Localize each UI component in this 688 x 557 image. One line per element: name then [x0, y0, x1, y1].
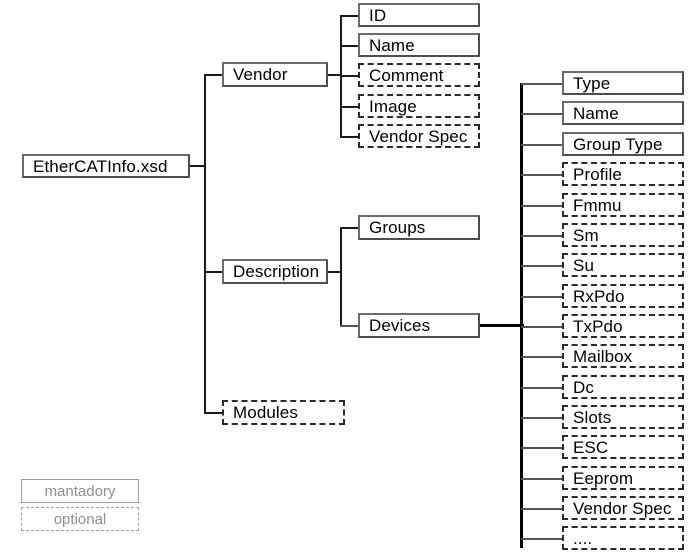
node-vendor-name[interactable]: Name — [358, 33, 480, 57]
node-devices[interactable]: Devices — [358, 313, 480, 338]
node-device-su[interactable]: Su — [562, 253, 684, 277]
connector-description-trunk — [340, 227, 342, 326]
node-device-vendor-spec[interactable]: Vendor Spec — [562, 496, 684, 520]
connector-to-device-type — [521, 83, 563, 85]
legend-optional-swatch: optional — [21, 507, 139, 531]
node-device-fmmu[interactable]: Fmmu — [562, 193, 684, 217]
connector-to-device-rxpdo — [521, 296, 563, 298]
connector-to-device-profile — [521, 174, 563, 176]
legend-mandatory-swatch: mantadory — [21, 479, 139, 503]
connector-to-device-txpdo — [521, 326, 563, 328]
node-device-type[interactable]: Type — [562, 71, 684, 95]
node-device-eeprom[interactable]: Eeprom — [562, 466, 684, 490]
connector-to-description — [204, 271, 224, 273]
node-device-sm[interactable]: Sm — [562, 223, 684, 247]
node-device-esc[interactable]: ESC — [562, 435, 684, 459]
connector-to-device-mailbox — [521, 356, 563, 358]
connector-to-device-esc — [521, 447, 563, 449]
node-device-more[interactable]: .... — [562, 526, 684, 550]
node-vendor-image[interactable]: Image — [358, 94, 480, 118]
connector-to-device-vendor-spec — [521, 508, 563, 510]
connector-to-device-su — [521, 265, 563, 267]
connector-to-device-group-type — [521, 144, 563, 146]
connector-to-device-more — [521, 538, 563, 540]
node-vendor-comment[interactable]: Comment — [358, 63, 480, 87]
node-vendor-id[interactable]: ID — [358, 3, 480, 27]
connector-to-device-eeprom — [521, 478, 563, 480]
connector-to-vendor — [204, 74, 224, 76]
node-device-profile[interactable]: Profile — [562, 162, 684, 186]
connector-to-device-sm — [521, 235, 563, 237]
connector-to-device-slots — [521, 417, 563, 419]
node-root-ethercatinfo-xsd[interactable]: EtherCATInfo.xsd — [22, 154, 190, 178]
node-device-txpdo[interactable]: TxPdo — [562, 314, 684, 338]
node-device-group-type[interactable]: Group Type — [562, 132, 684, 156]
node-vendor[interactable]: Vendor — [222, 62, 328, 87]
node-groups[interactable]: Groups — [358, 215, 480, 240]
node-device-dc[interactable]: Dc — [562, 375, 684, 399]
connector-to-device-name — [521, 113, 563, 115]
node-device-slots[interactable]: Slots — [562, 405, 684, 429]
connector-devices-trunk — [520, 83, 523, 548]
node-device-name[interactable]: Name — [562, 101, 684, 125]
connector-level1-trunk — [204, 74, 206, 413]
connector-to-vendor-spec — [340, 136, 360, 138]
connector-to-device-dc — [521, 387, 563, 389]
connector-to-groups — [340, 227, 360, 229]
connector-to-modules — [204, 412, 224, 414]
connector-to-vendor-comment — [340, 75, 360, 77]
node-description[interactable]: Description — [222, 259, 328, 284]
node-vendor-spec[interactable]: Vendor Spec — [358, 124, 480, 148]
legend: mantadory optional — [21, 479, 139, 531]
connector-to-vendor-id — [340, 15, 360, 17]
node-device-mailbox[interactable]: Mailbox — [562, 344, 684, 368]
connector-description-stub — [328, 271, 342, 273]
connector-root-stub — [190, 165, 206, 167]
connector-to-vendor-image — [340, 106, 360, 108]
connector-to-device-fmmu — [521, 205, 563, 207]
connector-to-vendor-name — [340, 45, 360, 47]
connector-to-devices — [340, 325, 360, 327]
node-modules[interactable]: Modules — [222, 400, 345, 425]
connector-vendor-stub — [328, 74, 342, 76]
node-device-rxpdo[interactable]: RxPdo — [562, 284, 684, 308]
connector-devices-stub — [480, 324, 524, 327]
